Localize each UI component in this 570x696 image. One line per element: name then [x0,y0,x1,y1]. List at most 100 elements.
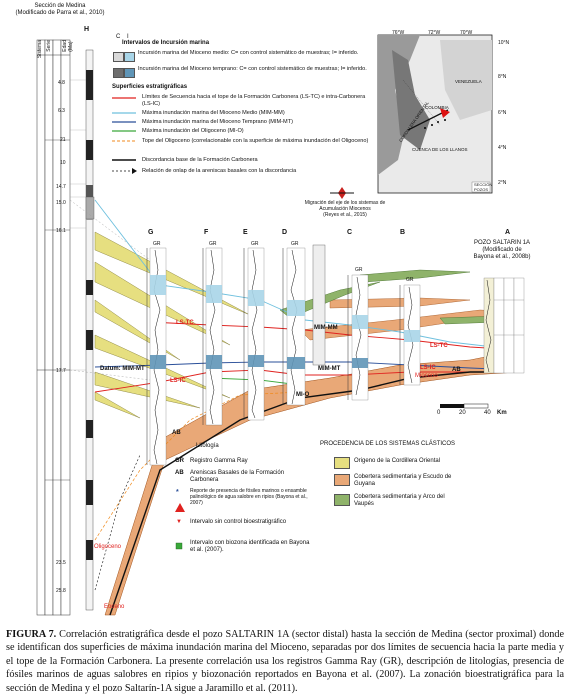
legend-surface-mim-mt: Máxima inundación marina del Mioceno Tem… [142,119,293,125]
age-tick: 16.1 [56,228,66,234]
age-tick: 6.3 [58,108,65,114]
oligocene-top [94,391,301,541]
legend-ci-i: I [127,34,129,40]
map-legend-seccion: SECCIÓN [474,182,493,187]
map-llanos: CUENCA DE LOS LLANOS [412,147,468,152]
label-ls-ic: LS-IC [170,378,186,384]
scale-tick-0: 0 [437,410,441,416]
caption-label: FIGURA 7. [6,629,57,640]
label-eoceno: Eoceno [104,604,125,610]
gr-label-c: GR [355,267,363,273]
well-d [282,244,326,406]
label-ab: AB [172,430,181,436]
label-ab-a: AB [452,367,461,373]
well-h-label: H [84,26,90,33]
pozo-sub1: (Modificado de [482,247,522,253]
swatch-mm-i [124,52,135,62]
legend-surface-lines [112,97,137,174]
migration-text: Migración del eje de los sistemas de Acu… [304,200,386,212]
well-a [483,277,525,374]
scale-tick-40: 40 [484,410,491,416]
legend-surface-mim-mm: Máxima inundación marina del Mioceno Med… [142,110,285,116]
figure-caption: FIGURA 7. Correlación estratigráfica des… [6,628,564,695]
well-c [347,274,369,401]
legend-surface-mi-o: Máxima inundación del Oligoceno (MI-O) [142,128,244,134]
migration-label: Migración del eje de los sistemas de Acu… [300,200,390,218]
label-ls-ic-a: LS-IC [420,365,436,371]
legend-surface-ls: Límites de Secuencia hacia el tope de la… [142,94,366,107]
label-mim-mt: MIM-MT [318,366,341,372]
gr-label-g: GR [153,241,161,247]
caption-text: Correlación estratigráfica desde el pozo… [6,629,564,694]
swatch-cordillera [334,457,350,469]
well-letter-e: E [243,229,248,236]
well-letter-g: G [148,229,154,236]
well-f [202,247,223,426]
header-edad: Edad (Ma) [62,40,74,52]
header-serie: Serie [46,40,52,52]
legend-surface-onlap: Relación de onlap de la areniscas basale… [142,168,297,174]
legend-sym-gr: GR [175,458,184,464]
legend-text-nocontrol: Intervalo sin control bioestratigráfico [190,519,287,525]
swatch-guyana [334,474,350,486]
map-lat-10: 10°N [498,40,510,46]
well-g [146,247,167,466]
legend-prov-vaupes: Cobertera sedimentaria y Arco del Vaupés [354,494,445,507]
legend-surfaces-title: Superficies estratigráficas [112,84,188,90]
legend-sym-ab: AB [175,470,184,476]
legend-ci-c: C [116,34,121,40]
swatch-mt-c [113,68,124,78]
label-mioceno: Mioceno [415,373,438,379]
well-letter-f: F [204,229,209,236]
age-tick: 15.0 [56,200,66,206]
map-legend-pozos: POZOS [474,187,489,192]
label-datum: Datum: MIM-MT [100,366,145,372]
age-tick: 23.5 [56,560,66,566]
pozo-sub2: Bayona et al., 2008b) [473,254,531,260]
base-unconformity [109,371,520,616]
well-b [399,284,421,386]
onlap-arrows [94,454,141,591]
legend-text-biozona: Intervalo con biozona identificada en Ba… [190,540,310,553]
legend-surface-discordancia: Discordancia base de la Formación Carbon… [142,157,258,163]
gr-label-d: GR [291,241,299,247]
well-letter-a: A [505,229,511,236]
header-sistema: Sistema [37,40,43,59]
legend-text-ab: Areniscas Basales de la Formación Carbon… [190,470,285,483]
legend-sym-fossil: * [176,489,179,496]
map-lat-4: 4°N [498,145,507,151]
legend-prov-title: PROCEDENCIA DE LOS SISTEMAS CLÁSTICOS [320,441,456,447]
correlation-figure [36,34,525,616]
legend-prov-cordillera: Origeno de la Cordillera Oriental [354,458,441,464]
label-oligoceno: Oligoceno [94,544,122,550]
gr-label-b: GR [406,277,414,283]
map-venezuela: VENEZUELA [455,79,482,84]
label-mi-o: MI-O [296,392,310,398]
age-tick: 4.8 [58,80,65,86]
legend-mm-text: Incursión marina del Mioceno medio: C= c… [138,50,359,56]
medina-subtitle-text: (Modificado de Parra et al., 2010) [15,10,105,16]
legend-surface-oligo-top: Tope del Oligoceno (correlacionable con … [142,138,369,144]
swatch-vaupes [334,494,350,506]
legend-lito-title: Litología [196,443,219,449]
scale-bar [440,403,489,409]
pozo-saltarin-title: POZO SALTARIN 1A (Modificado de Bayona e… [462,240,542,261]
gr-label-e: GR [251,241,259,247]
gr-label-f: GR [209,241,217,247]
legend-text-gr: Registro Gamma Ray [190,458,248,464]
legend-sym-nocontrol: ▼ [176,519,182,525]
legend-bottom-symbols [175,503,185,550]
migration-ref: (Reyes et al., 2015) [323,212,367,218]
map-lat-8: 8°N [498,74,507,80]
well-letter-c: C [347,229,353,236]
age-tick: 21 [60,137,66,143]
age-tick: 17.7 [56,368,66,374]
medina-title-text: Sección de Medina [34,3,86,9]
well-letter-d: D [282,229,288,236]
age-tick: 10 [60,160,66,166]
well-letter-b: B [400,229,406,236]
migration-arrow [330,187,354,199]
legend-mt-text: Incursión marina del Mioceno temprano: C… [138,66,367,72]
map-lon-72: 72°W [428,30,441,36]
pozo-title: POZO SALTARIN 1A [473,240,531,246]
